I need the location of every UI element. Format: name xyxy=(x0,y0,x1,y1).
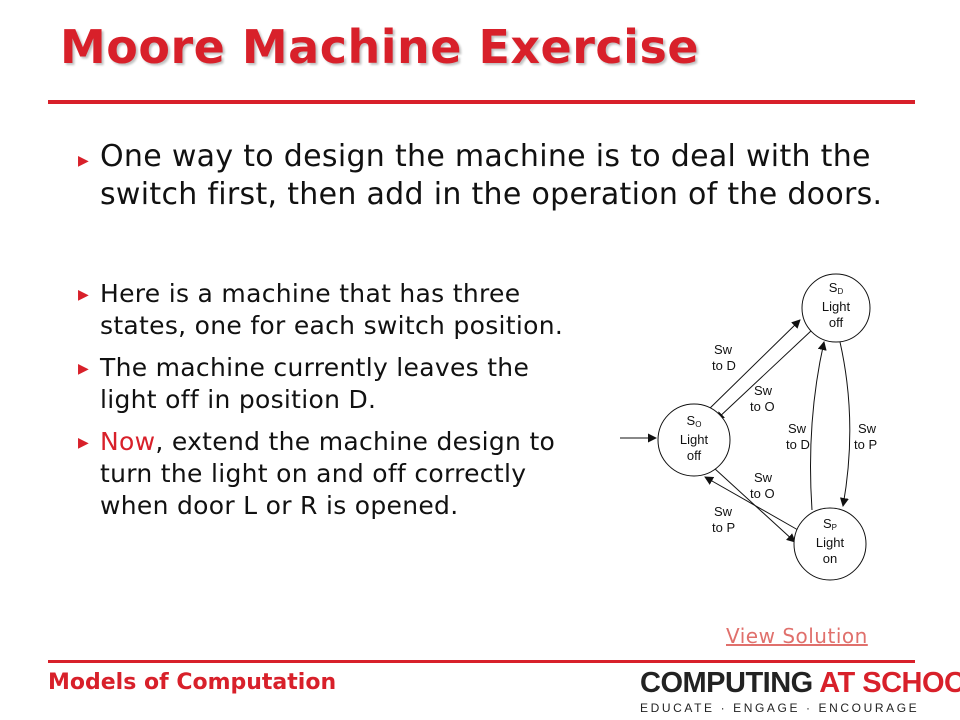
transition-d-to-o xyxy=(715,329,813,421)
state-diagram: SD Light off SO Light off SP Light on Sw… xyxy=(620,273,877,581)
transition-o-to-p xyxy=(713,467,796,543)
svg-text:off: off xyxy=(687,448,702,463)
svg-text:off: off xyxy=(829,315,844,330)
transition-o-to-d xyxy=(705,319,801,413)
bullet-main-text: One way to design the machine is to deal… xyxy=(100,139,883,212)
svg-text:Sw: Sw xyxy=(858,421,877,436)
sub-bullet-list: ▶ Here is a machine that has three state… xyxy=(78,278,578,532)
state-d: SD Light off xyxy=(801,273,871,343)
svg-text:SO: SO xyxy=(687,413,702,429)
svg-text:on: on xyxy=(823,551,837,566)
bullet-highlight: Now xyxy=(100,427,156,456)
transition-p-to-d xyxy=(810,341,827,511)
logo-wordmark: COMPUTING AT SCHOOL xyxy=(640,667,960,699)
computing-at-school-logo: COMPUTING AT SCHOOL EDUCATE · ENGAGE · E… xyxy=(640,667,960,715)
svg-text:SP: SP xyxy=(823,516,837,532)
transition-p-to-o xyxy=(704,476,799,531)
bullet-item: ▶ Now, extend the machine design to turn… xyxy=(78,426,578,522)
view-solution-link[interactable]: View Solution xyxy=(726,624,868,648)
bullet-text: , extend the machine design to turn the … xyxy=(100,427,556,520)
bullet-marker-icon: ▶ xyxy=(78,287,90,303)
svg-text:to P: to P xyxy=(854,437,877,452)
label-d-to-p: Sw to P xyxy=(854,421,877,452)
bullet-text: The machine currently leaves the light o… xyxy=(100,353,530,414)
bullet-main: ▶ One way to design the machine is to de… xyxy=(78,138,930,214)
title-divider xyxy=(48,100,915,104)
label-p-to-d: Sw to D xyxy=(786,421,810,452)
label-p-to-o: Sw to O xyxy=(750,470,775,501)
slide-title: Moore Machine Exercise xyxy=(60,20,700,74)
label-o-to-d: Sw to D xyxy=(712,342,736,373)
state-o: SO Light off xyxy=(657,403,731,477)
transition-d-to-p xyxy=(839,341,851,507)
svg-text:to D: to D xyxy=(712,358,736,373)
svg-text:Light: Light xyxy=(680,432,709,447)
footer-course-title: Models of Computation xyxy=(48,670,337,695)
footer-divider xyxy=(48,660,915,663)
svg-text:Sw: Sw xyxy=(714,504,733,519)
bullet-item: ▶ The machine currently leaves the light… xyxy=(78,352,578,416)
bullet-marker-icon: ▶ xyxy=(78,435,90,451)
label-o-to-p: Sw to P xyxy=(712,504,735,535)
svg-text:Sw: Sw xyxy=(788,421,807,436)
svg-text:to P: to P xyxy=(712,520,735,535)
svg-text:SD: SD xyxy=(829,280,844,296)
bullet-text: Here is a machine that has three states,… xyxy=(100,279,564,340)
state-p: SP Light on xyxy=(793,507,867,581)
svg-text:Sw: Sw xyxy=(754,470,773,485)
bullet-marker-icon: ▶ xyxy=(78,153,90,169)
svg-text:Light: Light xyxy=(816,535,845,550)
label-d-to-o: Sw to O xyxy=(750,383,775,414)
svg-text:to O: to O xyxy=(750,399,775,414)
svg-text:Light: Light xyxy=(822,299,851,314)
bullet-marker-icon: ▶ xyxy=(78,361,90,377)
svg-text:Sw: Sw xyxy=(754,383,773,398)
bullet-item: ▶ Here is a machine that has three state… xyxy=(78,278,578,342)
svg-text:to O: to O xyxy=(750,486,775,501)
svg-text:Sw: Sw xyxy=(714,342,733,357)
svg-text:to D: to D xyxy=(786,437,810,452)
logo-tagline: EDUCATE · ENGAGE · ENCOURAGE xyxy=(640,701,920,715)
